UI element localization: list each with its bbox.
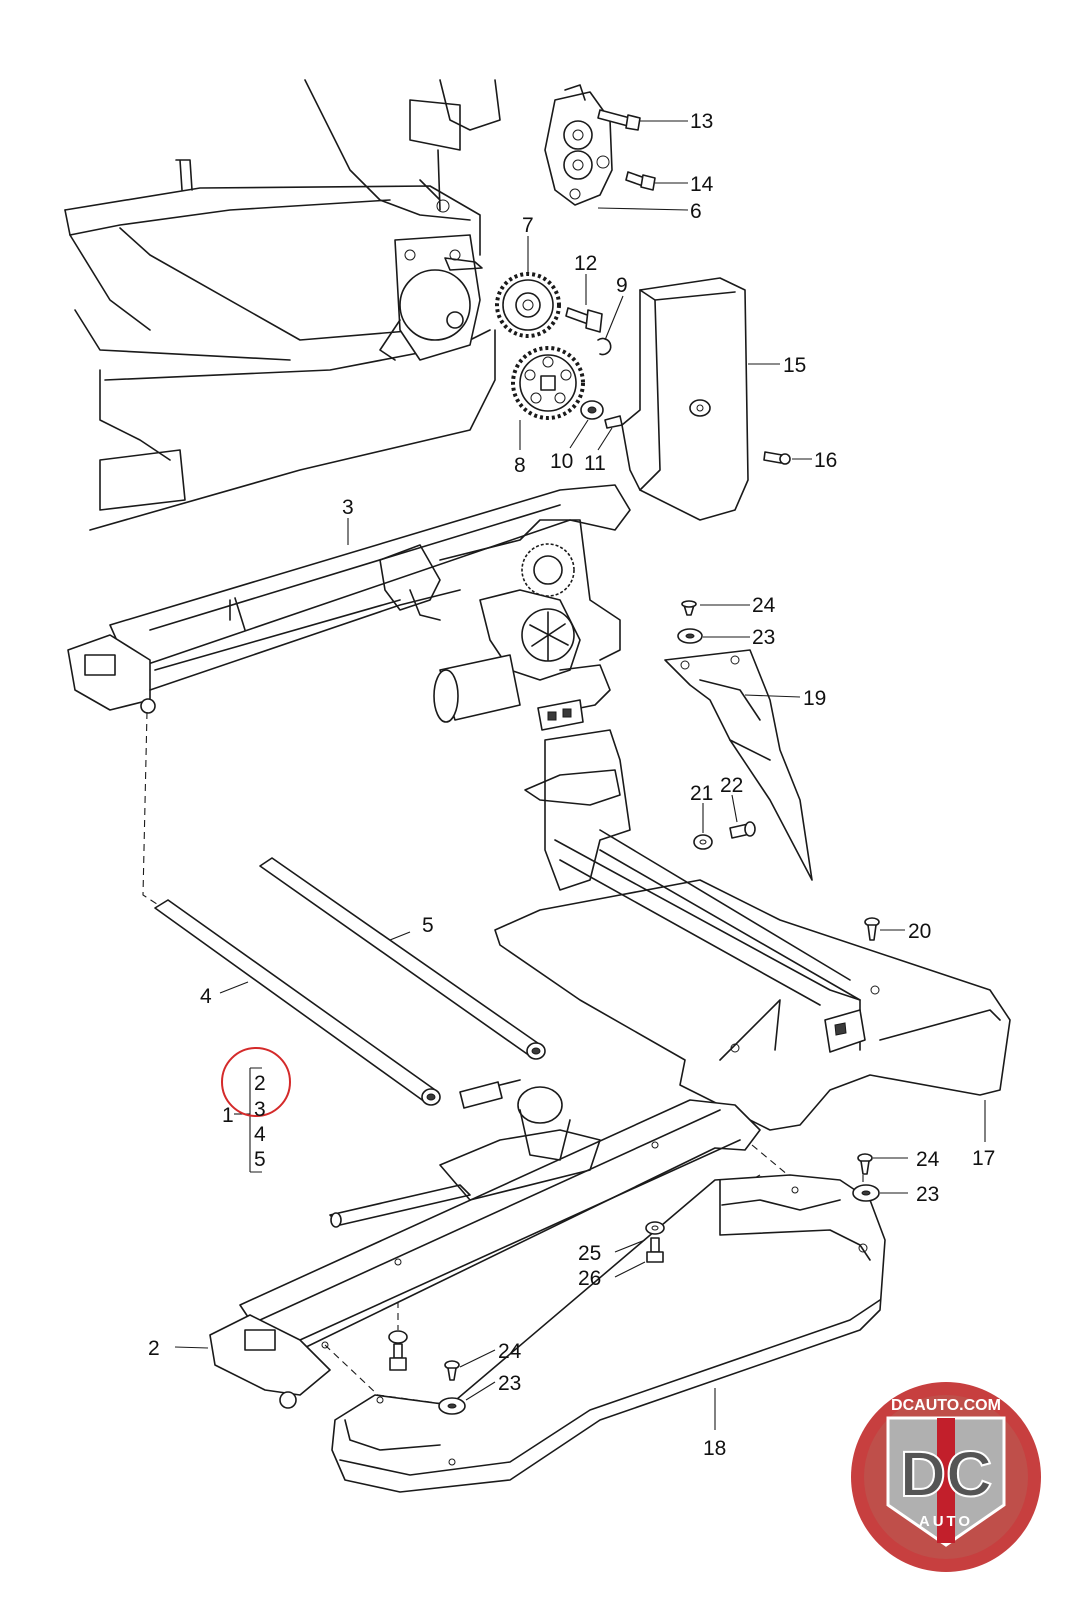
part-9-clip: [597, 337, 612, 356]
part-24-25-26-left-hardware: [388, 1330, 408, 1371]
leader-lines: [174, 120, 986, 1430]
part-15-cover: [621, 277, 749, 521]
part-18-seat-base: [331, 1174, 886, 1493]
callout-18: 18: [703, 1437, 726, 1460]
logo-bottom-text: AUTO: [919, 1513, 973, 1530]
callout-23-right: 23: [916, 1183, 939, 1206]
callout-8: 8: [514, 454, 526, 477]
part-7-gear: [495, 272, 561, 338]
callout-1: 1: [222, 1104, 234, 1127]
callout-24-top: 24: [752, 594, 776, 617]
callout-24-bottom: 24: [498, 1340, 522, 1363]
dcauto-logo: DCAUTO.COM DC AUTO: [851, 1382, 1041, 1572]
callout-12: 12: [574, 252, 597, 275]
part-20-screw: [864, 917, 880, 941]
part-8-gear: [511, 346, 585, 420]
callout-16: 16: [814, 449, 837, 472]
callout-2: 2: [148, 1337, 160, 1360]
part-23-washer-bottom: [438, 1397, 466, 1415]
highlight-circle: [221, 1047, 291, 1117]
part-4-tube: [154, 899, 441, 1106]
callout-labels: 13 14 6 7 12 9 15 10 11 8 16 3 24 23 19 …: [148, 110, 995, 1460]
callout-13: 13: [690, 110, 713, 133]
callout-6: 6: [690, 200, 702, 223]
part-2-lower-seat-track: [209, 1079, 761, 1409]
callout-15: 15: [783, 354, 806, 377]
part-3-seat-track-with-motor: [67, 484, 631, 731]
legend-item-2: 2: [254, 1072, 266, 1095]
callout-24-right: 24: [916, 1148, 940, 1171]
callout-17: 17: [972, 1147, 995, 1170]
logo-mark: DC: [900, 1438, 992, 1510]
part-25-washer: [645, 1221, 665, 1235]
callout-4: 4: [200, 985, 212, 1008]
part-16-screw: [763, 451, 791, 465]
callout-3: 3: [342, 496, 354, 519]
callout-19: 19: [803, 687, 826, 710]
part-23-washer-right: [852, 1184, 880, 1202]
part-24-screw-bottom: [444, 1360, 460, 1381]
part-24-screw-right: [857, 1153, 873, 1175]
callout-11: 11: [584, 452, 606, 475]
part-19-side-bracket: [664, 649, 813, 881]
callout-25: 25: [578, 1242, 601, 1265]
callout-5: 5: [422, 914, 434, 937]
part-23-washer-top: [677, 628, 703, 644]
part-24-screw-top: [681, 600, 697, 616]
callout-7: 7: [522, 214, 534, 237]
callout-22: 22: [720, 774, 743, 797]
part-26-bolt: [646, 1237, 664, 1263]
callout-23-bottom: 23: [498, 1372, 521, 1395]
legend-item-3: 3: [254, 1098, 266, 1121]
callout-26: 26: [578, 1267, 601, 1290]
part-12-bolt: [565, 307, 603, 333]
part-5-tube: [259, 857, 546, 1060]
part-10-washer: [580, 400, 604, 420]
legend-item-4: 4: [254, 1123, 266, 1146]
callout-10: 10: [550, 450, 573, 473]
callout-9: 9: [616, 274, 628, 297]
callout-20: 20: [908, 920, 931, 943]
logo-top-text: DCAUTO.COM: [891, 1397, 1001, 1414]
legend-item-5: 5: [254, 1148, 266, 1171]
part-11-screw: [604, 415, 623, 429]
callout-21: 21: [690, 782, 713, 805]
part-17-side-support: [494, 729, 1011, 1131]
part-21-washer: [693, 834, 713, 850]
part-13-bolt: [597, 109, 641, 131]
part-22-screw: [729, 821, 756, 839]
part-14-bolt: [625, 171, 656, 191]
part-6-gear-housing: [544, 84, 613, 206]
callout-14: 14: [690, 173, 714, 196]
callout-23-top: 23: [752, 626, 775, 649]
seat-cushion: [64, 79, 501, 531]
